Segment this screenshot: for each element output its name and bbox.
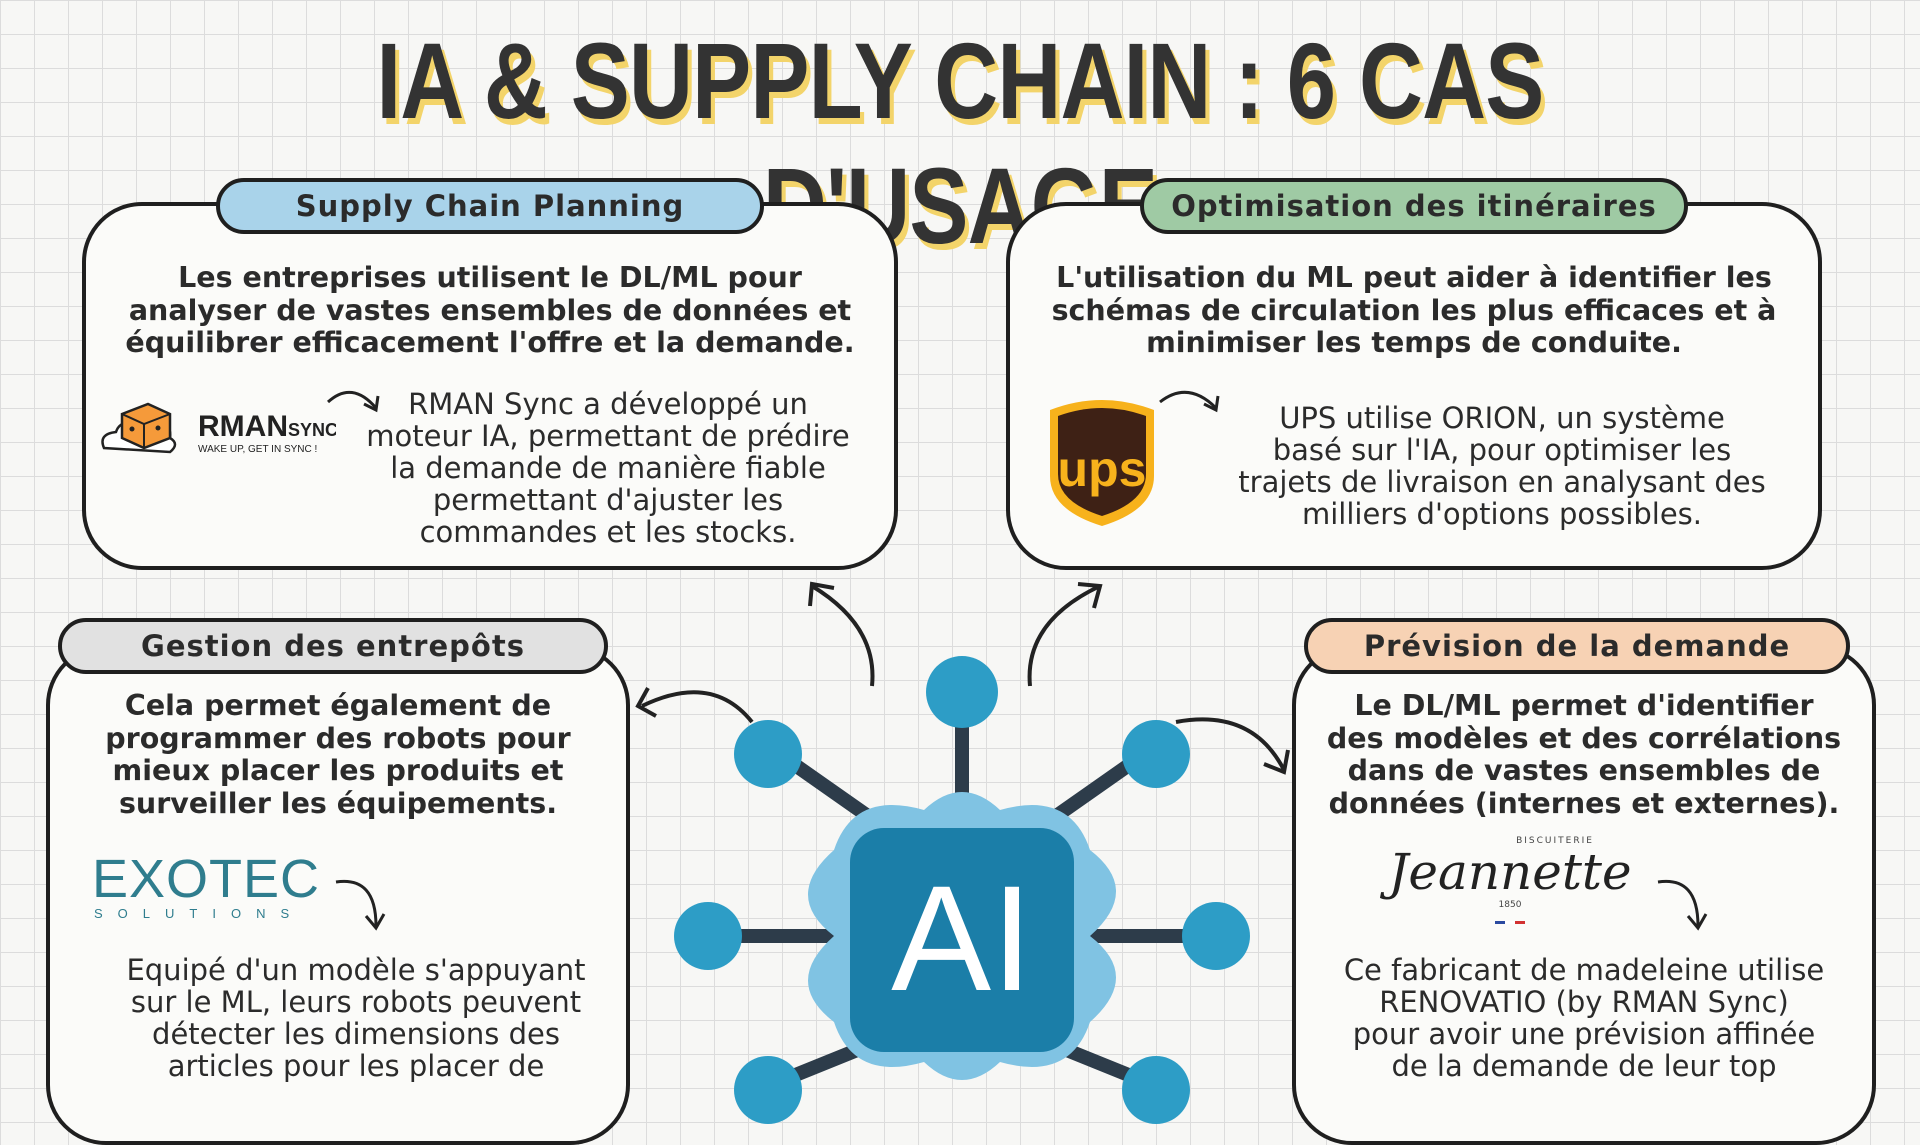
card-prevision-demande <box>1292 645 1876 1145</box>
arrow-to-entrepots <box>635 687 754 724</box>
ups-logo: ups <box>1044 396 1160 528</box>
exotec-logo-text: EXOTEC <box>92 849 321 909</box>
exotec-logo-subtext: SOLUTIONS <box>94 906 305 921</box>
jeannette-logo-year: 1850 <box>1498 900 1522 910</box>
itineraires-intro: L'utilisation du ML peut aider à identif… <box>1051 261 1777 359</box>
rman-sync-logo: RMAN SYNC WAKE UP, GET IN SYNC ! <box>96 396 338 466</box>
svg-text:RMAN: RMAN <box>198 410 288 443</box>
entrepots-intro: Cela permet également de programmer des … <box>105 689 571 820</box>
svg-text:AI: AI <box>891 854 1033 1022</box>
curved-arrow-icon <box>335 879 386 931</box>
svg-text:ups: ups <box>1058 441 1147 497</box>
arrow-to-itineraires <box>1027 582 1103 687</box>
demande-intro: Le DL/ML permet d'identifier des modèles… <box>1326 689 1842 820</box>
heading-gestion-entrepots: Gestion des entrepôts <box>58 618 608 674</box>
planning-intro: Les entreprises utilisent le DL/ML pour … <box>125 261 855 359</box>
ai-network-icon: AI <box>674 656 1250 1124</box>
planning-body: RMAN Sync a développé un moteur IA, perm… <box>366 387 850 549</box>
heading-prevision-demande: Prévision de la demande <box>1304 618 1850 674</box>
svg-text:WAKE UP, GET IN SYNC !: WAKE UP, GET IN SYNC ! <box>198 444 317 455</box>
curved-arrow-icon <box>326 391 380 413</box>
ups-shield-icon: ups <box>1050 400 1154 526</box>
exotec-logo: EXOTEC SOLUTIONS <box>92 852 332 926</box>
demande-body: Ce fabricant de madeleine utilise RENOVA… <box>1343 953 1825 1083</box>
entrepots-body: Equipé d'un modèle s'appuyant sur le ML,… <box>126 953 586 1083</box>
arrow-to-planning <box>808 581 875 687</box>
rman-cube-icon: RMAN SYNC WAKE UP, GET IN SYNC ! <box>101 402 338 455</box>
svg-text:SYNC: SYNC <box>288 420 336 440</box>
arrow-to-demande <box>1175 717 1290 775</box>
card-supply-chain-planning <box>82 202 898 570</box>
french-flag-icon <box>1495 921 1525 924</box>
itineraires-body: UPS utilise ORION, un système basé sur l… <box>1238 401 1766 531</box>
jeannette-logo-top: BISCUITERIE <box>1516 836 1594 846</box>
heading-optimisation-itineraires: Optimisation des itinéraires <box>1140 178 1688 234</box>
heading-supply-chain-planning: Supply Chain Planning <box>216 178 764 234</box>
jeannette-logo: BISCUITERIE Jeannette 1850 <box>1382 836 1638 932</box>
curved-arrow-icon <box>1159 390 1220 413</box>
curved-arrow-icon <box>1657 879 1708 931</box>
jeannette-logo-text: Jeannette <box>1388 843 1632 901</box>
